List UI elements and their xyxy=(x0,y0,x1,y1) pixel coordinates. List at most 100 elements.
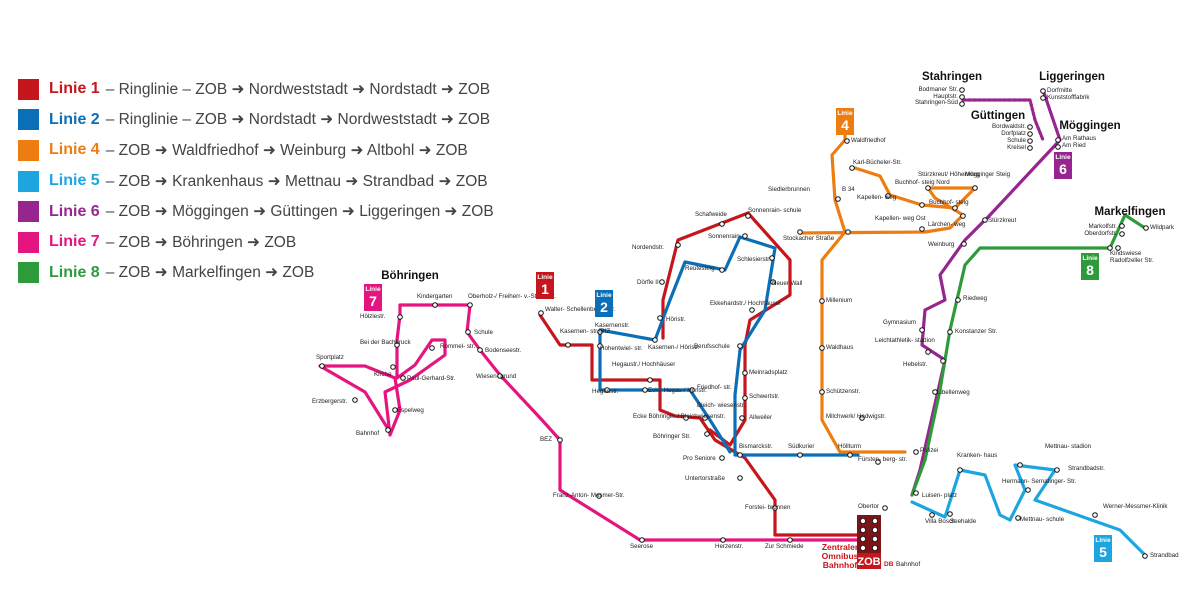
stop-marker xyxy=(683,415,689,421)
stop-marker xyxy=(859,415,865,421)
stop-marker xyxy=(1015,515,1021,521)
station-label: Kunststofffabrik xyxy=(1047,94,1090,101)
legend-route-text: – Ringlinie – ZOB ➜ Nordstadt ➜ Nordwest… xyxy=(105,111,491,129)
legend-line-name: Linie 5 xyxy=(49,172,100,190)
stop-marker xyxy=(919,226,925,232)
area-label-stahringen: Stahringen xyxy=(922,71,982,83)
badge-background xyxy=(1081,253,1099,280)
zob-bay-stop xyxy=(860,536,867,543)
station-label: Bordwaldstr. xyxy=(992,123,1026,130)
stop-marker xyxy=(742,233,748,239)
station-label: Mettnau- schule xyxy=(1020,516,1065,523)
legend-route-text: – ZOB ➜ Böhringen ➜ ZOB xyxy=(105,233,297,251)
legend-item-linie-6: Linie 6– ZOB ➜ Möggingen ➜ Güttingen ➜ L… xyxy=(18,196,538,227)
stop-marker xyxy=(1119,223,1125,229)
station-label: Polizei xyxy=(920,447,938,454)
stop-marker xyxy=(1027,124,1033,130)
station-label: Stürzkreut/ Höhenweg xyxy=(918,171,980,178)
zob-name-line: Zentraler xyxy=(822,542,859,552)
stop-marker xyxy=(652,337,658,343)
stop-marker xyxy=(952,205,958,211)
legend-item-linie-2: Linie 2– Ringlinie – ZOB ➜ Nordstadt ➜ N… xyxy=(18,105,538,136)
area-label-markelfingen: Markelfingen xyxy=(1095,206,1166,218)
stop-marker xyxy=(392,407,398,413)
badge-background xyxy=(595,290,613,317)
station-label: Riedweg xyxy=(963,295,988,302)
station-label: Bei der Bachbruck xyxy=(360,339,411,346)
station-label: Mögginger Steig xyxy=(965,171,1011,178)
station-label: Meinradsplatz xyxy=(749,369,788,376)
station-label: Villa Bosch xyxy=(925,518,956,525)
station-label: Hermann- Sernatinger- Str. xyxy=(1002,478,1077,485)
legend-route-text: – ZOB ➜ Markelfingen ➜ ZOB xyxy=(105,264,315,282)
stop-marker xyxy=(947,511,953,517)
stop-marker xyxy=(885,193,891,199)
badge-number: 1 xyxy=(541,281,549,297)
station-stops xyxy=(319,87,1149,559)
station-label: Rommel- str. xyxy=(440,343,475,350)
stop-marker xyxy=(704,431,710,437)
stop-marker xyxy=(772,505,778,511)
station-label: Schlesierstr. xyxy=(737,256,771,263)
badge-word: Linie xyxy=(1095,537,1111,544)
zob-name-line: Bahnhof xyxy=(823,560,858,570)
station-label: Reutesteig xyxy=(685,265,715,272)
legend-swatch xyxy=(18,231,39,253)
zob-sign-text: ZOB xyxy=(857,556,880,568)
stop-marker xyxy=(702,415,708,421)
stop-marker xyxy=(845,229,851,235)
stop-marker xyxy=(467,302,473,308)
stop-marker xyxy=(720,537,726,543)
badge-word: Linie xyxy=(365,286,381,293)
station-label: Libellenweg xyxy=(937,389,970,396)
station-label: Bodmaner Str. xyxy=(918,86,958,93)
station-label: Pro Seniore xyxy=(683,455,716,462)
station-label: Oberdorfstr. xyxy=(1084,230,1117,237)
station-label: Ekkehardstr./ Hochhäuser xyxy=(710,300,781,307)
station-label: Schule xyxy=(474,329,493,336)
station-label: Kindergarten xyxy=(417,293,453,300)
legend-swatch xyxy=(18,78,39,100)
orange-line-south xyxy=(820,133,907,454)
legend-swatch xyxy=(18,201,39,223)
stop-marker xyxy=(972,185,978,191)
zob-bay-stop xyxy=(872,527,879,534)
station-label: Höristr. xyxy=(666,316,686,323)
legend-line-name: Linie 7 xyxy=(49,233,100,251)
station-label: Kindswiese xyxy=(1110,250,1142,257)
stop-marker xyxy=(1055,137,1061,143)
station-label: Sonnenrain xyxy=(708,233,740,240)
stop-marker xyxy=(597,343,603,349)
station-label: Dörfle II xyxy=(637,279,659,286)
stop-marker xyxy=(538,310,544,316)
station-labels: Bodmaner Str.Hauptstr.Stahringen-SüdDorf… xyxy=(312,86,1179,559)
stop-marker xyxy=(597,329,603,335)
legend-item-linie-5: Linie 5– ZOB ➜ Krankenhaus ➜ Mettnau ➜ S… xyxy=(18,166,538,197)
stop-marker xyxy=(875,459,881,465)
station-label: Sonnenrain- schule xyxy=(748,207,802,214)
station-label: Erzbergerstr. xyxy=(312,398,348,405)
station-label: Untertorstraße xyxy=(685,475,725,482)
badge-background xyxy=(1094,535,1112,562)
station-label: Böhringer Str. xyxy=(653,433,691,440)
station-label: Strandbad xyxy=(1150,552,1179,559)
station-label: Am Rathaus xyxy=(1062,135,1096,142)
station-label: Stockacher Straße xyxy=(783,235,835,242)
station-label: Kasernen-/ Höristr. xyxy=(648,344,700,351)
stop-marker xyxy=(742,370,748,376)
stop-marker xyxy=(1025,487,1031,493)
stop-marker xyxy=(797,229,803,235)
stop-marker xyxy=(959,101,965,107)
station-label: Oberholz-/ Freiherr- v.-Stein-Str. xyxy=(468,293,556,300)
station-label: Gymnasium xyxy=(883,319,916,326)
stop-marker xyxy=(982,217,988,223)
station-label: Stürzkreut xyxy=(988,217,1016,224)
stop-marker xyxy=(675,242,681,248)
station-label: B 34 xyxy=(842,186,855,193)
stop-marker xyxy=(819,345,825,351)
stop-marker xyxy=(432,302,438,308)
stop-marker xyxy=(919,202,925,208)
